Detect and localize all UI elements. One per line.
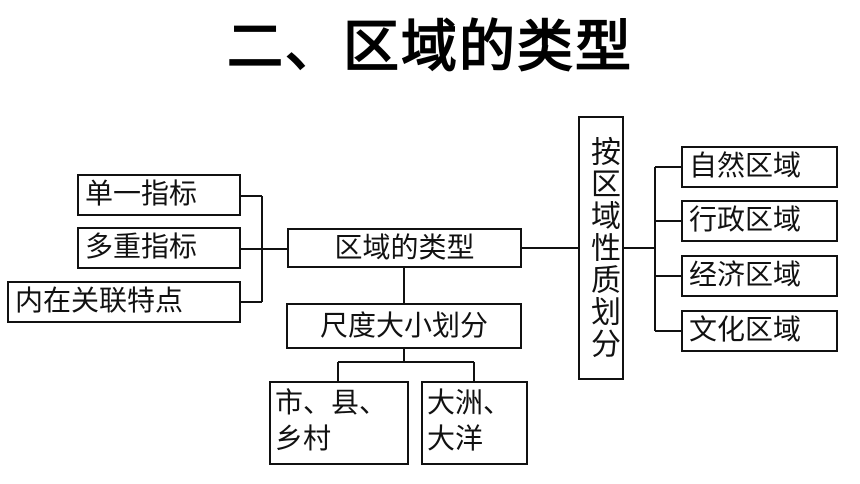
node-economic-region: 经济区域 — [681, 255, 838, 297]
node-region-types: 区域的类型 — [287, 228, 522, 268]
node-cultural-region: 文化区域 — [681, 310, 838, 352]
node-natural-region: 自然区域 — [681, 146, 838, 188]
page-title: 二、区域的类型 — [227, 15, 633, 80]
node-multiple-indicators: 多重指标 — [77, 227, 241, 269]
node-city-county-village-line2: 乡村 — [275, 422, 332, 455]
node-internal-connection: 内在关联特点 — [7, 281, 241, 323]
node-scale-division: 尺度大小划分 — [286, 303, 522, 349]
node-single-indicator: 单一指标 — [77, 174, 241, 216]
node-administrative-region: 行政区域 — [681, 200, 838, 242]
node-city-county-village: 市、县、 乡村 — [269, 381, 409, 465]
node-property-division: 按区域性质划分 — [578, 116, 624, 380]
node-continent-ocean-line1: 大洲、 — [427, 386, 512, 419]
node-city-county-village-line1: 市、县、 — [275, 386, 388, 419]
node-continent-ocean: 大洲、 大洋 — [421, 381, 528, 465]
node-continent-ocean-line2: 大洋 — [427, 422, 484, 455]
